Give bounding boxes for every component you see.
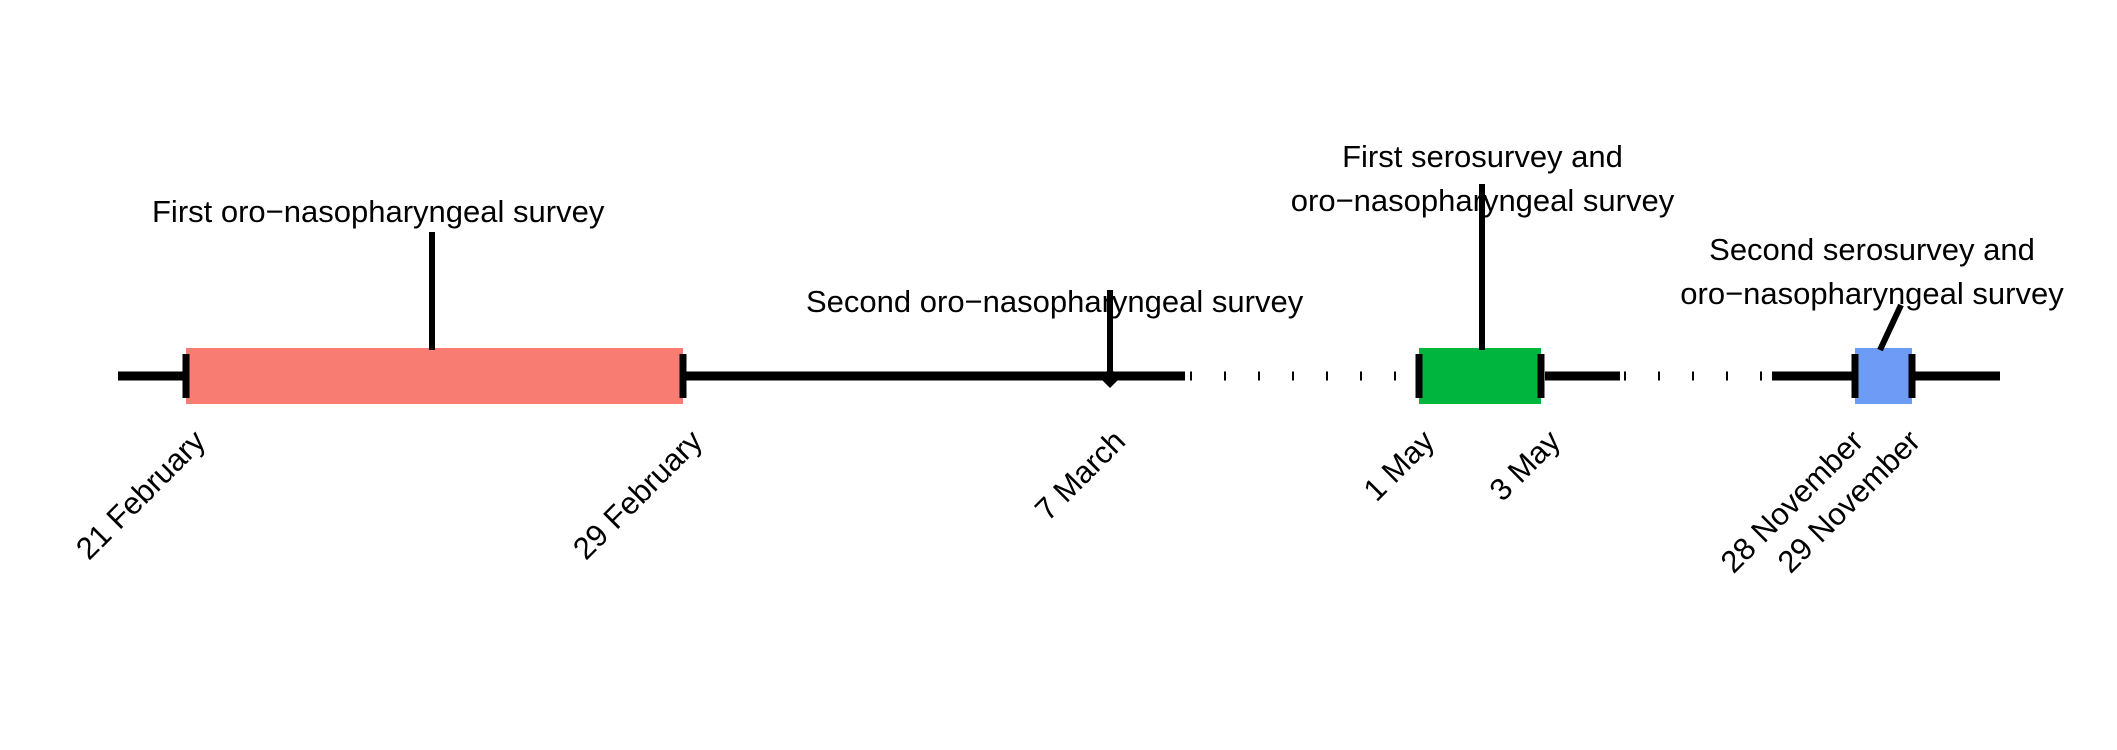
annotation-first-serosurvey-line1: First serosurvey and [1342, 139, 1623, 174]
annotation-first-oro-survey: First oro−nasopharyngeal survey [152, 194, 605, 229]
period-bar-second-serosurvey[interactable] [1851, 348, 1916, 404]
annotation-second-serosurvey-line1: Second serosurvey and [1709, 232, 2035, 267]
annotation-second-serosurvey: Second serosurvey and oro−nasopharyngeal… [1632, 228, 2112, 316]
annotation-second-oro-survey: Second oro−nasopharyngeal survey [806, 284, 1304, 319]
annotation-second-serosurvey-line2: oro−nasopharyngeal survey [1680, 276, 2064, 312]
annotation-first-serosurvey: First serosurvey and oro−nasopharyngeal … [1245, 135, 1720, 223]
leader-line-second-serosurvey [1877, 303, 1904, 352]
period-bar-first-oro[interactable] [182, 348, 687, 404]
period-bar-first-serosurvey[interactable] [1415, 348, 1545, 404]
annotation-first-serosurvey-line2: oro−nasopharyngeal survey [1290, 183, 1675, 219]
